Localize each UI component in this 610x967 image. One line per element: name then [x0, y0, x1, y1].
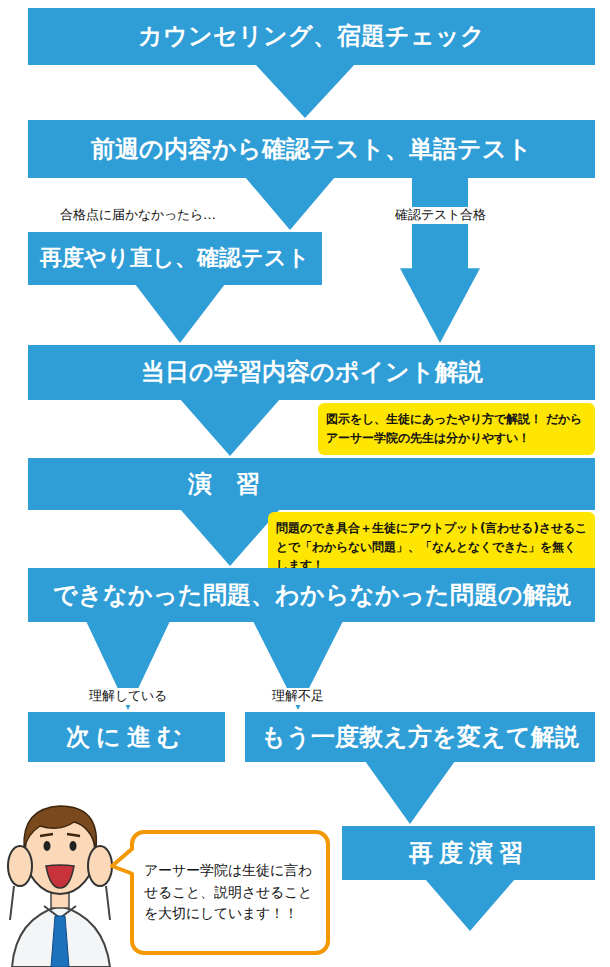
step-text: 当日の学習内容のポイント解説: [141, 358, 483, 387]
flow-arrow: [255, 64, 355, 118]
branch-label: 理解している: [86, 688, 170, 705]
process-band: 再度やり直し、確認テスト: [28, 232, 322, 285]
process-band: できなかった問題、わからなかった問題の解説: [28, 568, 595, 622]
step-text: カウンセリング、宿題チェック: [138, 22, 485, 51]
process-band: 再度演習: [342, 826, 595, 880]
process-band: もう一度教え方を変えて解説: [245, 712, 595, 762]
step-text: 再度やり直し、確認テスト: [40, 245, 310, 271]
process-band: 当日の学習内容のポイント解説: [28, 345, 595, 400]
process-band: カウンセリング、宿題チェック: [28, 8, 595, 65]
step-text: 前週の内容から確認テスト、単語テスト: [91, 135, 532, 164]
flow-arrow: [253, 621, 343, 710]
flow-arrow: [135, 284, 225, 343]
eye: [70, 841, 77, 851]
eye: [44, 841, 51, 851]
step-text: 再度演習: [409, 839, 529, 868]
process-band: 次に進む: [28, 712, 225, 762]
flow-arrow: [180, 509, 280, 566]
step-text: 次に進む: [66, 723, 188, 752]
hand: [88, 846, 112, 886]
arm: [10, 886, 110, 920]
branch-label: 理解不足: [269, 688, 327, 705]
flow-arrow: [400, 177, 480, 343]
speech-tail: [112, 848, 133, 874]
branch-label: 確認テスト合格: [392, 207, 489, 224]
flow-arrow: [245, 177, 335, 230]
note-box: 図示をし、生徒にあったやり方で解説！ だからアーサー学院の先生は分かりやすい！: [318, 403, 595, 455]
step-text: 演 習: [188, 470, 260, 499]
open-mouth: [46, 865, 74, 888]
flow-arrow: [86, 621, 170, 710]
note-text: 図示をし、生徒にあったやり方で解説！ だからアーサー学院の先生は分かりやすい！: [326, 410, 587, 447]
branch-label: 合格点に届かなかったら…: [57, 207, 219, 224]
shirt: [12, 906, 110, 967]
hair: [24, 806, 96, 848]
note-text: 問題のでき具合＋生徒にアウトプット(言わせる)させることで「わからない問題」、「…: [276, 519, 587, 575]
step-text: もう一度教え方を変えて解説: [261, 723, 579, 752]
speech-text: アーサー学院は生徒に言わせること、説明させることを大切にしています！！: [144, 860, 316, 925]
tie: [51, 916, 69, 967]
speech-bubble: アーサー学院は生徒に言わせること、説明させることを大切にしています！！: [130, 830, 330, 955]
speech-tail-fill: [112, 848, 136, 874]
eyebrows: [40, 834, 80, 836]
process-band: 前週の内容から確認テスト、単語テスト: [28, 120, 595, 178]
process-band: 演 習: [28, 458, 595, 510]
flow-arrow: [180, 399, 280, 456]
step-text: できなかった問題、わからなかった問題の解説: [53, 581, 571, 610]
hand: [8, 846, 32, 886]
trailing-arrow: [425, 879, 515, 931]
flow-arrow: [365, 761, 455, 824]
